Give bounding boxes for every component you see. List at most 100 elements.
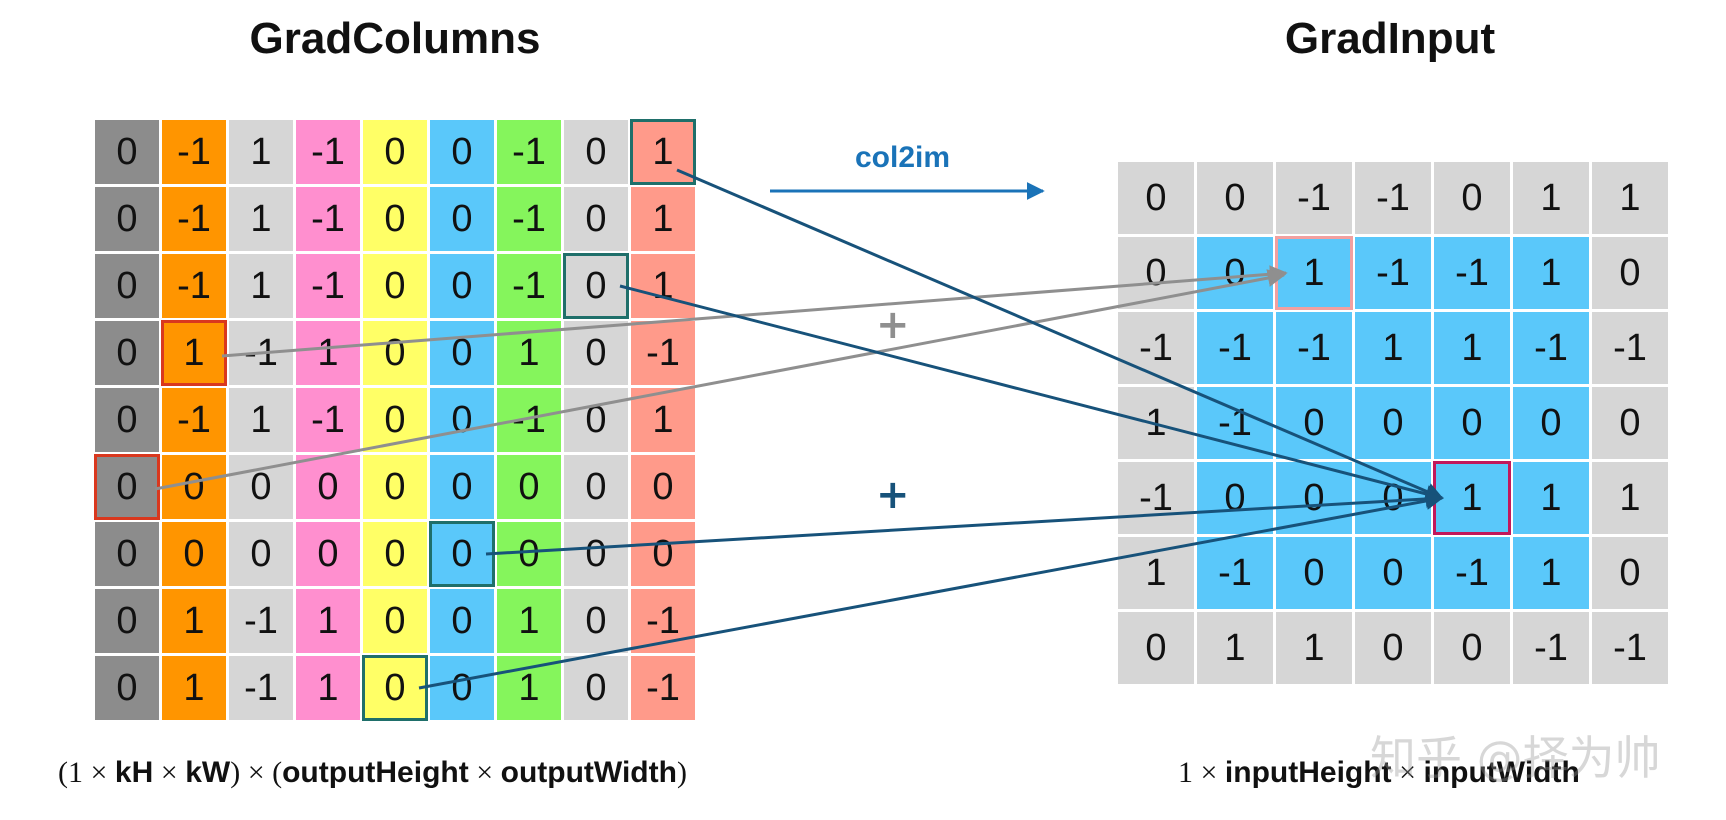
grad-columns-cell: 1	[229, 254, 293, 318]
caption-input-width: inputWidth	[1423, 756, 1580, 789]
grad-columns-cell: 0	[95, 254, 159, 318]
grad-columns-cell: 0	[162, 455, 226, 519]
grad-columns-cell: 0	[296, 455, 360, 519]
grad-input-cell: 0	[1197, 162, 1273, 234]
grad-input-cell: -1	[1355, 162, 1431, 234]
grad-columns-cell: -1	[229, 589, 293, 653]
grad-input-cell: 0	[1592, 387, 1668, 459]
grad-input-cell: -1	[1434, 537, 1510, 609]
caption-input-height: inputHeight	[1224, 756, 1392, 789]
grad-columns-cell: 0	[363, 656, 427, 720]
grad-columns-cell: 1	[497, 321, 561, 385]
grad-columns-cell: 1	[229, 388, 293, 452]
grad-columns-cell: 0	[497, 522, 561, 586]
grad-input-cell: 1	[1118, 387, 1194, 459]
grad-columns-cell: -1	[497, 187, 561, 251]
grad-input-cell: -1	[1513, 312, 1589, 384]
grad-input-cell: 0	[1276, 462, 1352, 534]
grad-columns-cell: 0	[296, 522, 360, 586]
grad-columns-cell: 0	[430, 187, 494, 251]
grad-columns-cell: 0	[95, 656, 159, 720]
watermark: 知乎 @择为帅	[1370, 731, 1661, 785]
grad-columns-cell: 0	[564, 388, 628, 452]
caption-output-height: outputHeight	[282, 756, 469, 789]
grad-input-cell: 1	[1197, 612, 1273, 684]
caption-kw: kW	[185, 756, 231, 789]
grad-columns-cell: 0	[430, 321, 494, 385]
grad-columns-cell: -1	[229, 321, 293, 385]
grad-columns-cell: 0	[430, 120, 494, 184]
grad-columns-cell: 0	[430, 656, 494, 720]
grad-input-cell: 1	[1276, 237, 1352, 309]
grad-input-cell: -1	[1197, 312, 1273, 384]
grad-columns-cell: 0	[363, 455, 427, 519]
grad-columns-cell: -1	[162, 187, 226, 251]
grad-input-cell: 0	[1592, 237, 1668, 309]
grad-columns-cell: 1	[631, 254, 695, 318]
grad-input-cell: -1	[1276, 312, 1352, 384]
grad-columns-cell: 0	[430, 589, 494, 653]
grad-input-cell: 0	[1434, 387, 1510, 459]
grad-columns-cell: -1	[296, 388, 360, 452]
grad-columns-cell: -1	[631, 656, 695, 720]
grad-columns-cell: -1	[631, 321, 695, 385]
caption-close: )	[676, 756, 687, 789]
grad-columns-cell: 0	[363, 120, 427, 184]
grad-input-cell: -1	[1592, 312, 1668, 384]
grad-columns-cell: 1	[229, 120, 293, 184]
grad-columns-cell: 1	[631, 187, 695, 251]
grad-input-cell: -1	[1197, 537, 1273, 609]
grad-columns-cell: -1	[296, 187, 360, 251]
grad-columns-cell: 0	[564, 254, 628, 318]
grad-columns-cell: 0	[564, 120, 628, 184]
grad-columns-cell: -1	[497, 254, 561, 318]
grad-columns-cell: -1	[497, 388, 561, 452]
grad-columns-cell: 0	[363, 388, 427, 452]
grad-columns-cell: 1	[229, 187, 293, 251]
grad-columns-cell: -1	[229, 656, 293, 720]
caption-mid: ) × (	[230, 756, 283, 789]
grad-columns-cell: -1	[162, 388, 226, 452]
grad-input-cell: 0	[1118, 612, 1194, 684]
grad-input-cell: 1	[1513, 537, 1589, 609]
grad-input-cell: -1	[1434, 237, 1510, 309]
caption-times-2: ×	[476, 756, 494, 789]
caption-open: (1 ×	[58, 756, 108, 789]
grad-input-cell: 1	[1434, 462, 1510, 534]
grad-columns-cell: -1	[296, 254, 360, 318]
grad-columns-cell: 0	[229, 455, 293, 519]
grad-input-cell: 0	[1434, 612, 1510, 684]
grad-input-cell: -1	[1592, 612, 1668, 684]
grad-columns-cell: -1	[162, 254, 226, 318]
grad-columns-cell: 0	[430, 388, 494, 452]
grad-columns-cell: -1	[497, 120, 561, 184]
caption-kh: kH	[114, 756, 154, 789]
grad-columns-cell: 0	[363, 589, 427, 653]
grad-columns-cell: 0	[229, 522, 293, 586]
grad-columns-cell: 0	[162, 522, 226, 586]
plus-sign-gray: +	[876, 302, 910, 348]
grad-input-cell: 1	[1118, 537, 1194, 609]
grad-columns-cell: 0	[564, 589, 628, 653]
grad-input-cell: -1	[1118, 462, 1194, 534]
grad-input-cell: -1	[1513, 612, 1589, 684]
grad-columns-cell: 0	[95, 388, 159, 452]
grad-columns-cell: 0	[564, 656, 628, 720]
grad-columns-cell: 0	[430, 254, 494, 318]
grad-columns-cell: 1	[497, 656, 561, 720]
grad-columns-cell: 0	[95, 522, 159, 586]
grad-columns-cell: 0	[497, 455, 561, 519]
grad-input-cell: -1	[1276, 162, 1352, 234]
grad-columns-cell: 1	[631, 388, 695, 452]
grad-columns-cell: 0	[564, 522, 628, 586]
grad-columns-cell: 0	[564, 187, 628, 251]
grad-columns-cell: 0	[95, 321, 159, 385]
grad-columns-cell: 1	[631, 120, 695, 184]
grad-input-cell: 1	[1355, 312, 1431, 384]
grad-columns-cell: 0	[430, 522, 494, 586]
grad-input-cell: 0	[1434, 162, 1510, 234]
grad-columns-cell: -1	[296, 120, 360, 184]
grad-input-cell: 1	[1513, 237, 1589, 309]
grad-columns-cell: 1	[162, 321, 226, 385]
grad-columns-cell: 0	[564, 455, 628, 519]
